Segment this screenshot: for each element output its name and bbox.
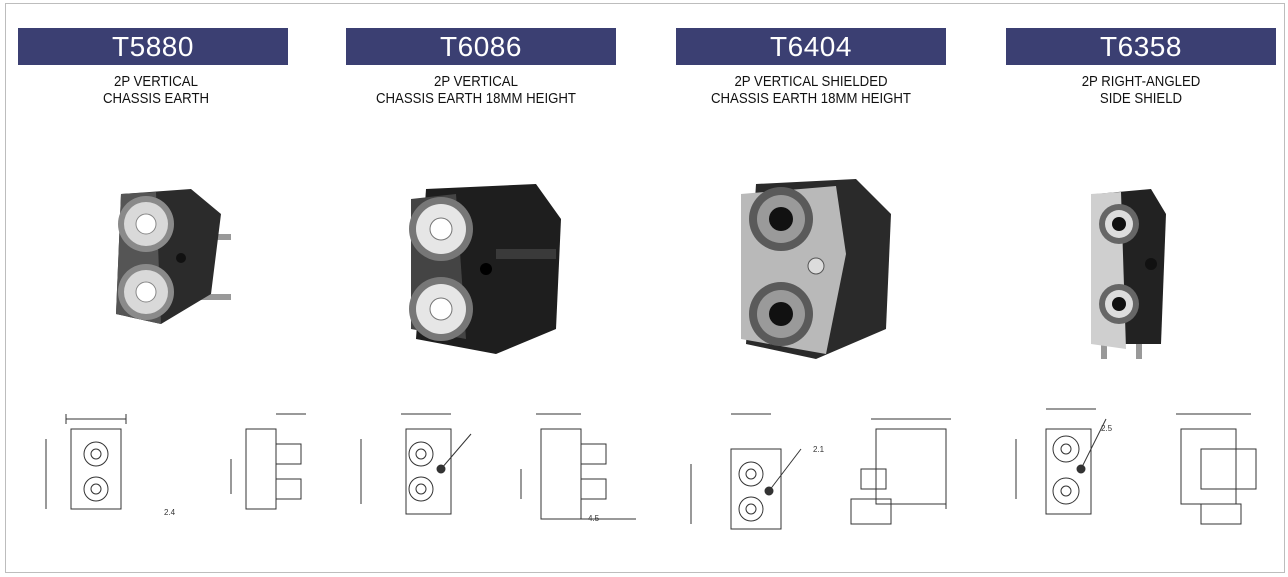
technical-drawing xyxy=(360,413,636,520)
description-line-1: 2P VERTICAL xyxy=(434,73,518,90)
product-card-t6404: T6404 2P VERTICAL SHIELDED CHASSIS EARTH… xyxy=(666,4,966,574)
product-photo xyxy=(741,179,891,359)
drawing-dimension: 4.5 xyxy=(588,514,600,523)
product-card-t5880: T5880 2P VERTICAL CHASSIS EARTH xyxy=(6,4,306,574)
technical-drawing xyxy=(45,413,306,510)
description-line-2: CHASSIS EARTH 18MM HEIGHT xyxy=(375,90,576,107)
description-line-2: CHASSIS EARTH 18MM HEIGHT xyxy=(710,90,911,107)
product-photo xyxy=(1091,189,1166,359)
product-code-badge: T6404 xyxy=(676,28,946,65)
description-line-1: 2P VERTICAL xyxy=(114,73,198,90)
product-description: 2P VERTICAL CHASSIS EARTH xyxy=(24,73,288,107)
product-photo xyxy=(116,189,231,324)
product-card-t6086: T6086 2P VERTICAL CHASSIS EARTH 18MM HEI… xyxy=(326,4,636,574)
catalog-panel: T5880 2P VERTICAL CHASSIS EARTH xyxy=(5,3,1285,573)
product-code-badge: T6086 xyxy=(346,28,616,65)
drawing-dimension: 2.4 xyxy=(164,508,176,517)
product-description: 2P RIGHT-ANGLED SIDE SHIELD xyxy=(1009,73,1273,107)
product-photo xyxy=(409,184,561,354)
product-code-badge: T5880 xyxy=(18,28,288,65)
product-code-badge: T6358 xyxy=(1006,28,1276,65)
technical-drawing xyxy=(1015,408,1257,525)
drawing-dimension: 2.5 xyxy=(1101,424,1113,433)
description-line-2: SIDE SHIELD xyxy=(1099,90,1183,107)
description-line-1: 2P RIGHT-ANGLED xyxy=(1081,73,1201,90)
product-description: 2P VERTICAL SHIELDED CHASSIS EARTH 18MM … xyxy=(679,73,943,107)
technical-drawing xyxy=(690,413,951,530)
drawing-dimension: 2.1 xyxy=(813,445,825,454)
product-card-t6358: T6358 2P RIGHT-ANGLED SIDE SHIELD xyxy=(986,4,1286,574)
product-description: 2P VERTICAL CHASSIS EARTH 18MM HEIGHT xyxy=(344,73,608,107)
description-line-2: CHASSIS EARTH xyxy=(102,90,210,107)
description-line-1: 2P VERTICAL SHIELDED xyxy=(734,73,888,90)
